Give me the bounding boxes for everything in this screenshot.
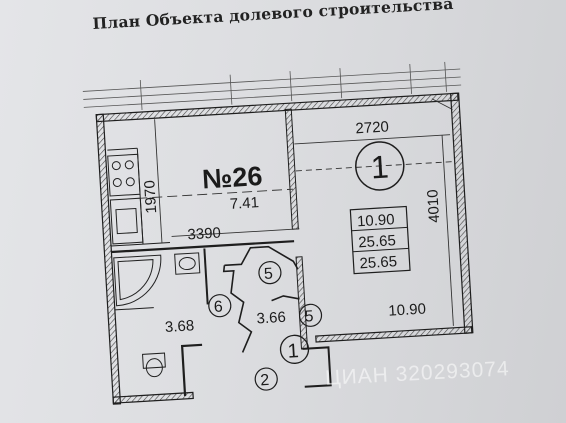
dimension-right-height: 4010	[424, 189, 443, 223]
bathroom-marker: 6	[213, 299, 223, 317]
object-number: №26	[201, 161, 263, 195]
summary-box: 10.90 25.65 25.65	[349, 205, 411, 275]
hall-marker: 5	[304, 308, 314, 326]
vestibule-marker-circle	[254, 367, 278, 391]
hallway-outline	[222, 245, 300, 353]
dimension-corridor-width: 3390	[187, 225, 221, 244]
hall-marker-upper-circle	[258, 261, 282, 285]
top-dimension-lines	[82, 61, 462, 110]
hall-marker-upper: 5	[264, 265, 274, 283]
hall-area: 3.66	[256, 309, 286, 328]
bathroom-fixtures	[113, 252, 201, 378]
kitchen-fixtures	[107, 147, 144, 245]
dimension-top-width: 2720	[355, 118, 389, 137]
summary-value-1: 10.90	[357, 211, 395, 230]
bathroom-area: 3.68	[164, 317, 194, 336]
walls	[95, 92, 474, 405]
bathroom-marker-circle	[208, 294, 232, 318]
summary-value-2: 25.65	[358, 232, 396, 251]
object-area: 7.41	[229, 194, 259, 213]
entrance-marker: 1	[287, 340, 299, 363]
dimension-left-height: 1970	[141, 180, 160, 214]
vestibule-marker: 2	[260, 372, 270, 390]
summary-value-3: 25.65	[359, 253, 397, 272]
entrance-marker-circle	[279, 334, 310, 364]
room-area: 10.90	[388, 300, 426, 319]
hall-marker-circle	[298, 303, 323, 327]
room-marker: 1	[370, 148, 390, 185]
room-guides	[137, 98, 454, 326]
room-marker-circle	[355, 141, 405, 191]
